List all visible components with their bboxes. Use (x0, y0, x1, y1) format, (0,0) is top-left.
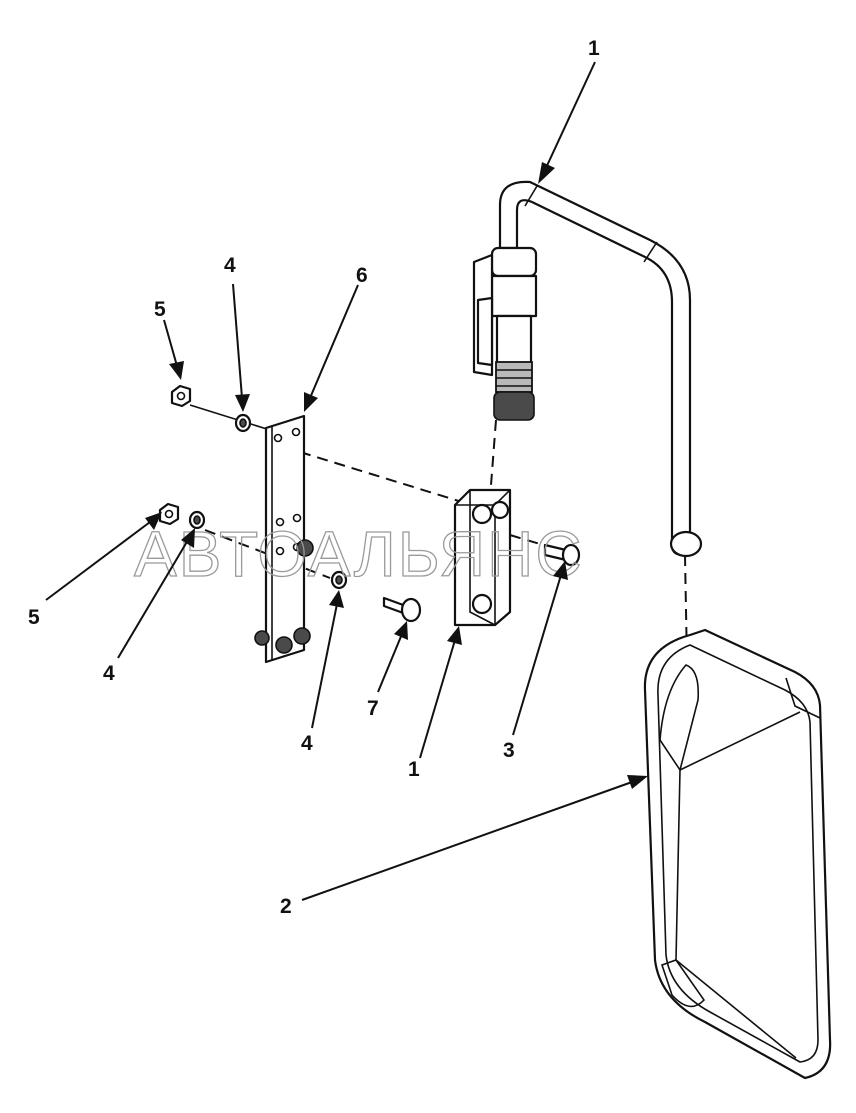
callout-mirror-arm: 1 (588, 37, 600, 60)
washer-left (188, 510, 206, 530)
nut-top (170, 384, 192, 408)
bolt (382, 596, 422, 623)
hardware (158, 384, 581, 623)
callout-nut-left: 5 (28, 606, 40, 629)
callout-mirror-head: 2 (280, 895, 292, 918)
screw (543, 543, 581, 567)
clamp-block (453, 488, 512, 627)
washer-bottom (330, 570, 348, 590)
nut-left (158, 502, 180, 526)
callout-clamp-block: 1 (408, 758, 420, 781)
callout-washer-top: 4 (224, 254, 236, 277)
mirror-arm (472, 180, 703, 558)
washer-top (234, 413, 252, 433)
callout-nut-top: 5 (154, 298, 166, 321)
callout-washer-bottom: 4 (301, 732, 313, 755)
watermark-text: АВТОАЛЬЯНС (134, 518, 584, 590)
callout-screw: 3 (503, 739, 515, 762)
callout-labels: 1 4 6 5 5 4 7 4 3 1 2 (28, 37, 600, 918)
mirror-head (643, 628, 832, 1080)
callout-bolt: 7 (367, 697, 379, 720)
leader-lines (45, 61, 648, 901)
callout-washer-left: 4 (103, 662, 115, 685)
bracket-plate (254, 414, 314, 664)
callout-bracket-plate: 6 (356, 264, 368, 287)
